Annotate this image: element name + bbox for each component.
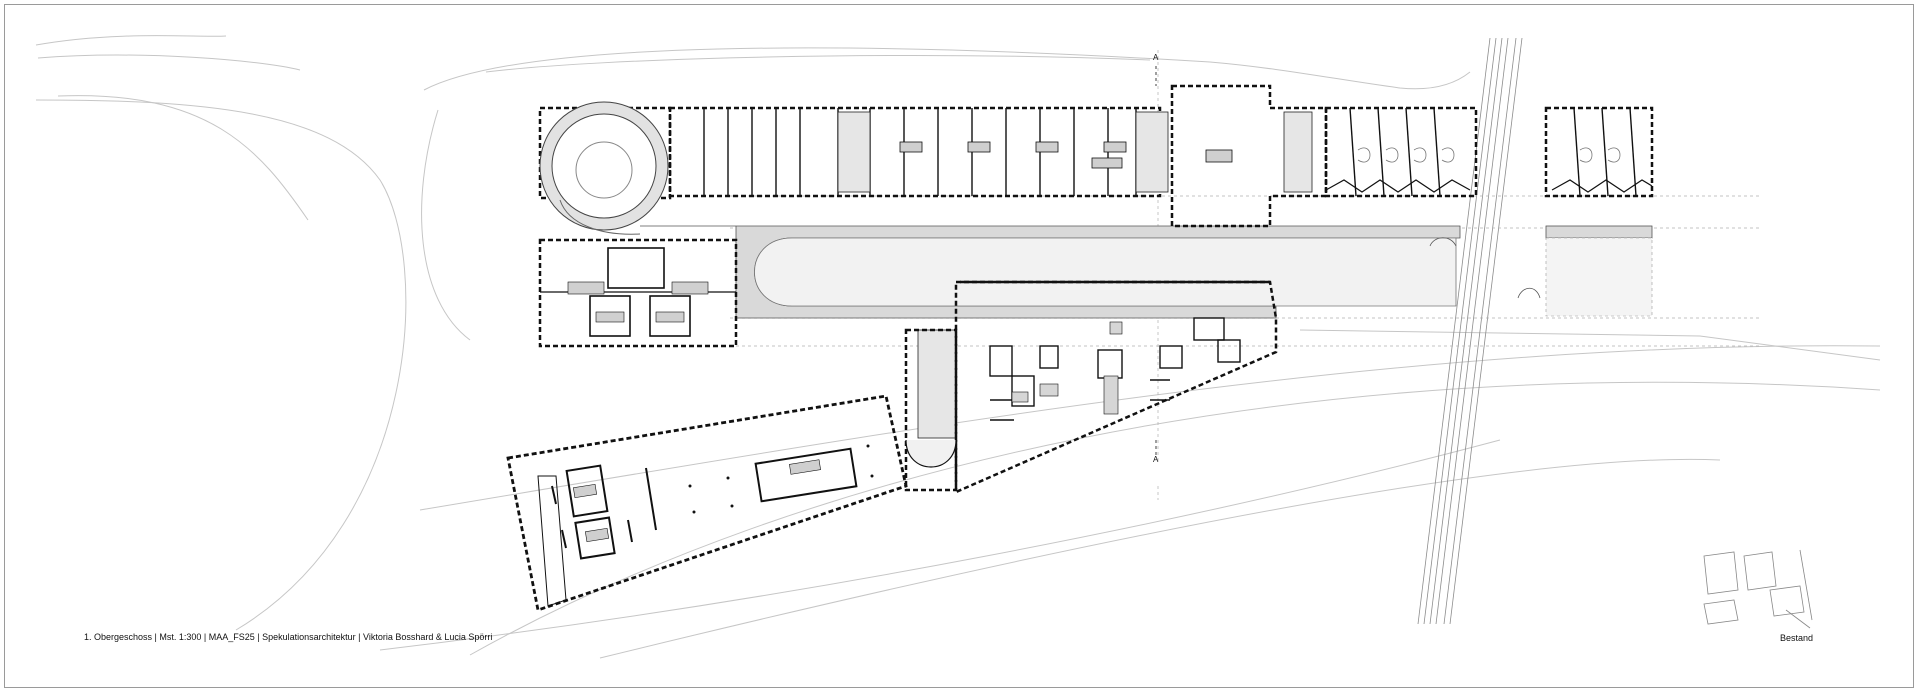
middle-lower-block: [904, 280, 1278, 494]
sheet-border: [4, 4, 1914, 688]
round-building: [538, 101, 672, 235]
left-block: [538, 238, 738, 348]
section-marker-bottom: A: [1153, 455, 1159, 464]
angled-building: [506, 394, 908, 612]
top-row-units: [668, 84, 1654, 228]
section-marker-top: A: [1153, 53, 1159, 62]
round-elements: [1429, 237, 1541, 299]
site-context: [35, 35, 1881, 659]
stair-cores: [837, 111, 1313, 439]
railway-tracks: [1417, 37, 1523, 625]
drawing-caption: 1. Obergeschoss | Mst. 1:300 | MAA_FS25 …: [84, 632, 493, 642]
key-plan-label: Bestand: [1780, 633, 1814, 643]
section-markers: A A: [1153, 53, 1159, 464]
key-plan: [1703, 549, 1813, 629]
corridor: [640, 225, 1653, 319]
